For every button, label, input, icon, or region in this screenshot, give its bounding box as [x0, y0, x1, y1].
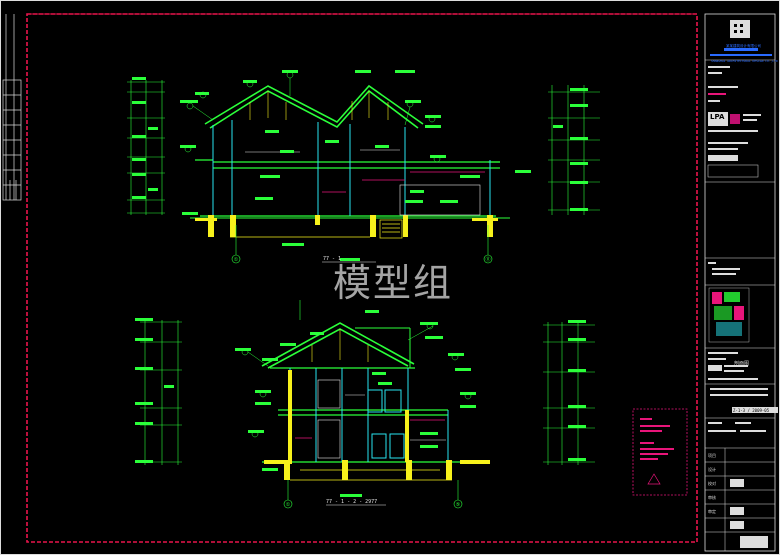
signature-label-project: 项目: [708, 453, 716, 458]
company-name-cn: 某某建筑设计有限公司: [726, 44, 761, 48]
upper-right-dim-text: [553, 88, 588, 211]
upper-left-dim-text: [132, 77, 158, 199]
signature-label-review: 审核: [708, 495, 716, 500]
upper-columns: [195, 215, 498, 237]
drawing-name: 剖面图: [734, 361, 750, 367]
title-block-lines: [708, 66, 738, 102]
signature-rows: [705, 448, 775, 551]
lower-left-dim-text: [135, 318, 174, 463]
signature-label-approve: 审定: [708, 509, 716, 514]
lower-roof-truss: [311, 329, 369, 362]
upper-roof-trusses: [249, 91, 389, 120]
lower-details: [317, 379, 446, 459]
lower-grid-right-label: ⑤: [456, 502, 460, 508]
upper-grid-left-label: ①: [234, 257, 239, 263]
drawing-frame: [26, 13, 698, 543]
lpa-logo-icon: [708, 112, 728, 126]
upper-grid-right-label: ⑪: [485, 256, 490, 263]
upper-roof: [204, 84, 424, 129]
lower-foundation: [290, 469, 452, 481]
upper-section-caption: 77 - 1: [323, 256, 341, 262]
company-logo-icon: [730, 20, 750, 38]
lpa-logo-text: LPA: [710, 113, 725, 121]
signature-label-check: 校对: [708, 481, 716, 486]
drawing-number: Z-1-3 / 2009-05: [733, 408, 770, 413]
upper-callouts: [180, 70, 531, 261]
upper-floors: [195, 159, 500, 217]
upper-foundation: [230, 219, 403, 239]
lower-grid-left-label: ①: [286, 502, 291, 508]
revision-note-box: [632, 408, 688, 496]
upper-grid-axes: [231, 225, 493, 264]
lower-hatch: [295, 419, 445, 439]
lower-leaders: [241, 322, 472, 438]
upper-section-drawing: ① ⑪ 77 - 1: [127, 70, 600, 264]
lower-section-drawing: ① ⑤ 77 - 1 - 2 - 2977: [135, 300, 595, 509]
upper-hatch: [322, 171, 485, 193]
company-name-bar: [724, 48, 758, 51]
binding-strip: [2, 14, 22, 201]
signature-label-design: 设计: [708, 467, 716, 472]
lower-roof-top: [355, 327, 411, 368]
lower-right-dim-text: [568, 320, 586, 461]
lower-grid-axes: [283, 300, 463, 509]
upper-leaders: [184, 71, 441, 163]
lower-section-caption: 77 - 1 - 2 - 2977: [326, 499, 377, 505]
key-plan-thumbnail: [708, 287, 750, 343]
company-name-en: SHANGHAI ARCHITECTURAL DESIGN CO.,LTD: [711, 59, 778, 63]
title-block: [704, 13, 778, 552]
